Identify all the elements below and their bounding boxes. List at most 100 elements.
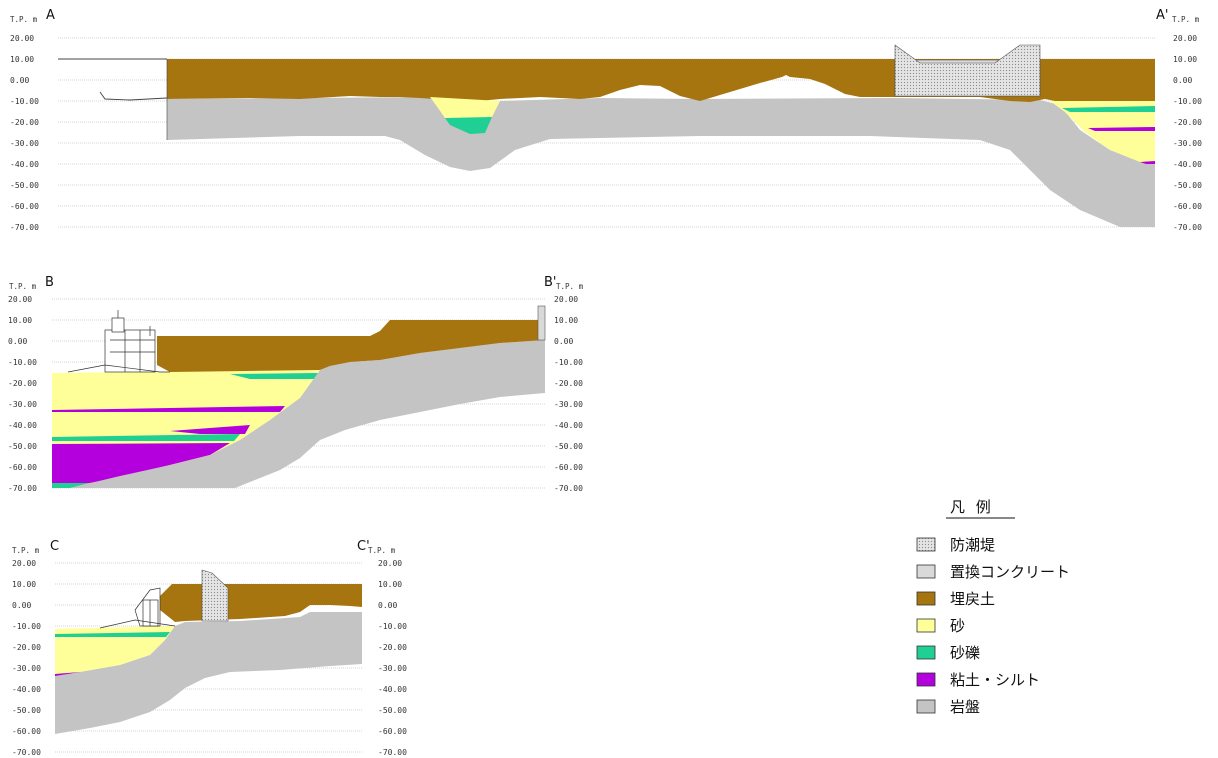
section-b-right-tick: -50.00 (554, 442, 583, 451)
section-a-left-tick: 20.00 (10, 34, 34, 43)
legend-swatch-bedrock (916, 699, 936, 714)
section-b-right-tick: -10.00 (554, 358, 583, 367)
section-a-right-tick: -30.00 (1173, 139, 1202, 148)
section-a-left-tick: -30.00 (10, 139, 39, 148)
section-b-right-unit: T.P. m (556, 282, 584, 291)
section-b-right-tick: -70.00 (554, 484, 583, 493)
section-b-gravel-3 (52, 483, 90, 488)
section-b-right-tick: 0.00 (554, 337, 573, 346)
section-a-clay-layer (1088, 127, 1155, 131)
legend-item-sand: 砂 (916, 617, 965, 635)
section-b-left-tick: -30.00 (8, 400, 37, 409)
section-c-seawall (201, 569, 229, 622)
section-b-left-tick: -50.00 (8, 442, 37, 451)
section-c (55, 562, 362, 753)
section-c-right-tick: -30.00 (378, 664, 407, 673)
section-a (58, 37, 1155, 228)
section-c-right-tick: -20.00 (378, 643, 407, 652)
section-c-left-tick: -20.00 (12, 643, 41, 652)
section-a-left-tick: -10.00 (10, 97, 39, 106)
legend-swatch-gravel (916, 645, 936, 660)
section-b-right-wall (537, 305, 546, 341)
section-a-right-tick: 0.00 (1173, 76, 1192, 85)
section-a-right-tick: -70.00 (1173, 223, 1202, 232)
section-c-right-tick: 0.00 (378, 601, 397, 610)
section-b-left-unit: T.P. m (9, 282, 37, 291)
section-a-right-tick: -60.00 (1173, 202, 1202, 211)
section-c-right-tick: -50.00 (378, 706, 407, 715)
legend-title: 凡 例 (950, 498, 994, 516)
section-c-right-tick: -10.00 (378, 622, 407, 631)
section-a-right-unit: T.P. m (1172, 15, 1200, 24)
section-b (52, 298, 546, 489)
legend-label-gravel: 砂礫 (950, 644, 980, 662)
section-c-left-tick: 0.00 (12, 601, 31, 610)
section-c-left-tick: -60.00 (12, 727, 41, 736)
section-a-sand-pocket (430, 97, 500, 118)
section-c-left-tick: -70.00 (12, 748, 41, 757)
section-b-backfill (157, 320, 545, 372)
section-c-left-tick: 20.00 (12, 559, 36, 568)
section-b-left-tick: -40.00 (8, 421, 37, 430)
section-a-left-tick: -40.00 (10, 160, 39, 169)
section-c-structure (99, 587, 176, 629)
section-a-bedrock (167, 97, 1155, 227)
section-b-gravel-1 (230, 373, 318, 379)
legend-label-replacement_concrete: 置換コンクリート (950, 563, 1070, 581)
legend-label-seawall: 防潮堤 (950, 536, 995, 554)
section-a-right-tick: -10.00 (1173, 97, 1202, 106)
section-b-right-tick: -30.00 (554, 400, 583, 409)
legend-item-bedrock: 岩盤 (916, 698, 980, 716)
section-c-gravel (55, 632, 170, 637)
section-a-left-tick: -60.00 (10, 202, 39, 211)
section-b-left-tick: -70.00 (8, 484, 37, 493)
section-b-bedrock (70, 340, 545, 488)
axis-labels-layer: A A' T.P. m T.P. m 20.00 20.00 10.00 10.00 0.00 0… (8, 8, 1202, 757)
legend-item-gravel: 砂礫 (916, 644, 980, 662)
section-a-right-tick: -40.00 (1173, 160, 1202, 169)
section-c-right-unit: T.P. m (368, 546, 396, 555)
section-b-right-label: B' (544, 275, 557, 290)
section-c-bedrock (55, 612, 362, 734)
section-c-right-tick: -70.00 (378, 748, 407, 757)
section-c-right-tick: 10.00 (378, 580, 402, 589)
section-c-left-tick: -10.00 (12, 622, 41, 631)
legend-label-bedrock: 岩盤 (950, 698, 980, 716)
section-b-right-tick: -40.00 (554, 421, 583, 430)
legend-item-replacement_concrete: 置換コンクリート (916, 563, 1070, 581)
section-b-clay-1 (52, 406, 285, 412)
section-c-right-tick: -40.00 (378, 685, 407, 694)
section-b-left-tick: -20.00 (8, 379, 37, 388)
section-a-left-tick: 10.00 (10, 55, 34, 64)
section-b-left-label: B (45, 275, 54, 290)
legend-item-seawall: 防潮堤 (916, 536, 995, 554)
section-a-clay-layer-lower (1140, 161, 1155, 164)
section-a-right-label: A' (1156, 8, 1168, 23)
section-a-right-tick: 20.00 (1173, 34, 1197, 43)
section-c-right-label: C' (357, 539, 370, 554)
section-a-ground-line (58, 58, 168, 101)
section-c-left-tick: 10.00 (12, 580, 36, 589)
section-b-right-tick: 10.00 (554, 316, 578, 325)
legend-label-backfill: 埋戻土 (950, 590, 995, 608)
legend-swatch-sand (916, 618, 936, 633)
legend-swatch-backfill (916, 591, 936, 606)
section-c-left-unit: T.P. m (12, 546, 40, 555)
section-b-structure (67, 310, 170, 373)
section-a-left-tick: -70.00 (10, 223, 39, 232)
section-c-sand (55, 626, 175, 676)
legend-item-clay_silt: 粘土・シルト (916, 671, 1040, 689)
legend-swatch-clay_silt (916, 672, 936, 687)
section-a-left-unit: T.P. m (10, 15, 38, 24)
section-c-left-tick: -40.00 (12, 685, 41, 694)
section-a-right-tick: -20.00 (1173, 118, 1202, 127)
section-b-left-tick: -10.00 (8, 358, 37, 367)
section-c-right-tick: -60.00 (378, 727, 407, 736)
section-b-left-tick: 20.00 (8, 295, 32, 304)
section-a-sand-wedge (1050, 101, 1155, 164)
legend-swatch-seawall (916, 537, 936, 552)
section-a-left-label: A (46, 8, 55, 23)
